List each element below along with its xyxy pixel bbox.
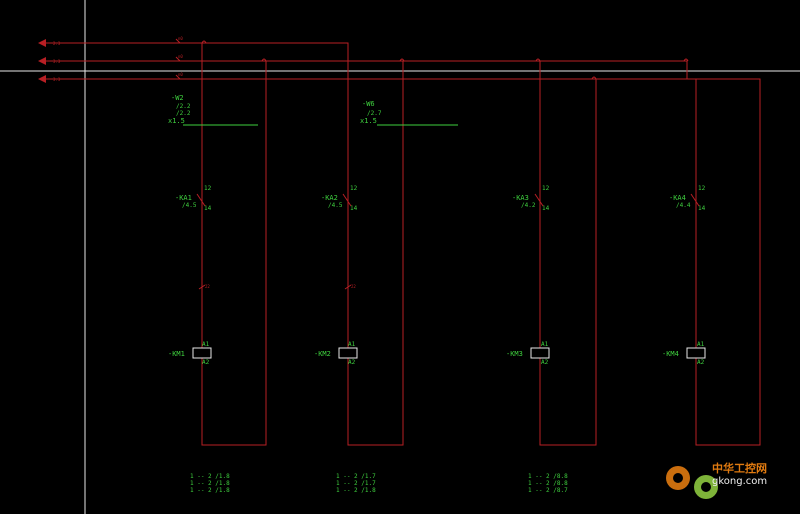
svg-text:1 -- 2 /8.8: 1 -- 2 /8.8 (528, 480, 568, 487)
relay-ka2[interactable]: -KA2 /4.5 12 14 (321, 185, 358, 212)
svg-text:A2: A2 (697, 359, 705, 366)
cable-w6[interactable]: -W6 /2.7 x1.5 (360, 100, 458, 126)
bus-wire-1 (46, 42, 349, 61)
svg-text:-KM4: -KM4 (662, 350, 679, 358)
svg-text:x1.5: x1.5 (168, 117, 185, 125)
bus-wire-2 (46, 60, 688, 79)
loop-1 (201, 43, 267, 446)
svg-text:A1: A1 (697, 341, 705, 348)
svg-text:-KM2: -KM2 (314, 350, 331, 358)
svg-text:n0: n0 (178, 36, 183, 41)
svg-text:/4.4: /4.4 (676, 202, 691, 209)
bus-wire-3 (46, 78, 761, 446)
svg-text:-KA2: -KA2 (321, 194, 338, 202)
loop-3 (539, 61, 597, 446)
xref-group-3: 1 -- 2 /8.8 1 -- 2 /8.8 1 -- 2 /8.7 (528, 473, 568, 494)
watermark-logo (666, 466, 718, 499)
coil-km1 (192, 347, 212, 359)
svg-text:/2.2: /2.2 (176, 103, 191, 110)
svg-text:22: 22 (351, 284, 356, 289)
svg-text:n0: n0 (178, 54, 183, 59)
svg-text:12: 12 (204, 185, 212, 192)
svg-text:1 -- 2 /8.7: 1 -- 2 /8.7 (528, 487, 568, 494)
svg-text:14: 14 (204, 205, 212, 212)
svg-text:/4.5: /4.5 (182, 202, 197, 209)
svg-text:14: 14 (350, 205, 358, 212)
contactor-km3[interactable]: -KM3 A1 A2 (506, 341, 550, 366)
svg-text:1 -- 2 /1.7: 1 -- 2 /1.7 (336, 473, 376, 480)
svg-text:/4.5: /4.5 (328, 202, 343, 209)
relay-ka3[interactable]: -KA3 /4.2 12 14 (512, 185, 550, 212)
svg-text:-KA4: -KA4 (669, 194, 686, 202)
svg-text:1 -- 2 /1.8: 1 -- 2 /1.8 (190, 473, 230, 480)
watermark-name: 中华工控网 (712, 462, 767, 475)
svg-text:/2.2: /2.2 (176, 110, 191, 117)
svg-text:A1: A1 (348, 341, 356, 348)
wire-break-marks (175, 38, 181, 80)
svg-text:12: 12 (542, 185, 550, 192)
svg-text:1 -- 2 /1.8: 1 -- 2 /1.8 (190, 480, 230, 487)
svg-text:1 -- 2 /1.7: 1 -- 2 /1.7 (336, 480, 376, 487)
svg-text:n0: n0 (178, 72, 183, 77)
branch-loops (201, 40, 689, 446)
svg-text:1 -- 2 /1.8: 1 -- 2 /1.8 (190, 487, 230, 494)
loop-2 (347, 61, 404, 446)
svg-text:-KM3: -KM3 (506, 350, 523, 358)
coil-km2 (338, 347, 358, 359)
svg-text:14: 14 (698, 205, 706, 212)
svg-text:14: 14 (542, 205, 550, 212)
svg-text:A2: A2 (202, 359, 210, 366)
coil-km3 (530, 347, 550, 359)
svg-text:1 -- 2 /1.8: 1 -- 2 /1.8 (336, 487, 376, 494)
cable-w2[interactable]: -W2 /2.2 /2.2 x1.5 (168, 94, 258, 126)
svg-text:12: 12 (698, 185, 706, 192)
bus-wires: n0 n0 n0 (46, 36, 761, 446)
svg-text:12: 12 (350, 185, 358, 192)
svg-text:A1: A1 (202, 341, 210, 348)
svg-text:A1: A1 (541, 341, 549, 348)
svg-text:-KA3: -KA3 (512, 194, 529, 202)
interlock-contacts: 22 22 (198, 284, 356, 290)
svg-text:/4.2: /4.2 (521, 202, 536, 209)
svg-text:1 -- 2 /8.8: 1 -- 2 /8.8 (528, 473, 568, 480)
svg-text:/2.7: /2.7 (367, 110, 382, 117)
contactor-km4[interactable]: -KM4 A1 A2 (662, 341, 706, 366)
svg-text:-W6: -W6 (362, 100, 375, 108)
svg-text:-W2: -W2 (171, 94, 184, 102)
svg-text:x1.5: x1.5 (360, 117, 377, 125)
coil-km4 (686, 347, 706, 359)
contactor-km2[interactable]: -KM2 A1 A2 (314, 341, 358, 366)
relay-ka4[interactable]: -KA4 /4.4 12 14 (669, 185, 706, 212)
xref-group-2: 1 -- 2 /1.7 1 -- 2 /1.7 1 -- 2 /1.8 (336, 473, 376, 494)
svg-text:-KM1: -KM1 (168, 350, 185, 358)
relay-ka1[interactable]: -KA1 /4.5 12 14 (175, 185, 212, 212)
contactor-km1[interactable]: -KM1 A1 A2 (168, 341, 212, 366)
svg-text:A2: A2 (541, 359, 549, 366)
watermark-url: gkong.com (712, 476, 768, 487)
svg-text:A2: A2 (348, 359, 356, 366)
svg-text:-KA1: -KA1 (175, 194, 192, 202)
xref-group-1: 1 -- 2 /1.8 1 -- 2 /1.8 1 -- 2 /1.8 (190, 473, 230, 494)
svg-text:22: 22 (205, 284, 210, 289)
